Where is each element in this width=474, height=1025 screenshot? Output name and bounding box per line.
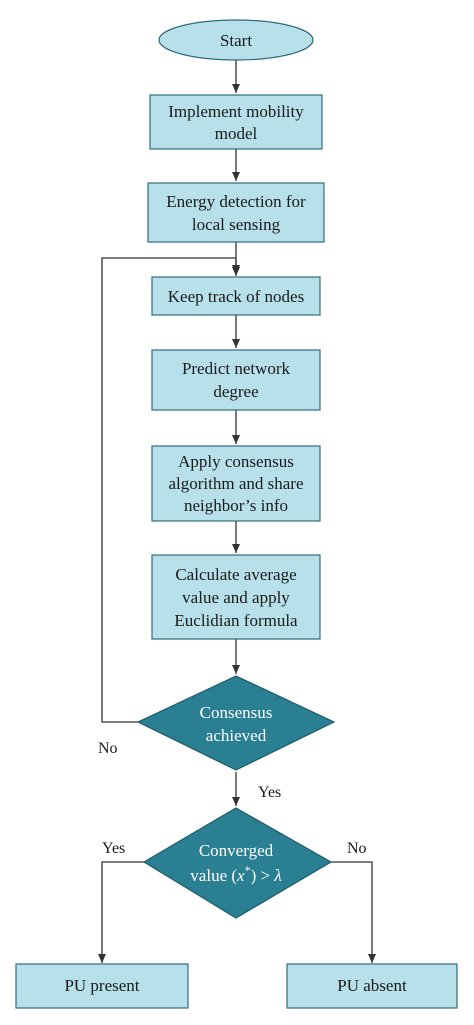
predict-degree-box [151,349,321,411]
arrow-converged-to-absent [331,861,376,963]
energy-line-2: local sensing [192,215,281,234]
start-label: Start [220,31,252,50]
pu-present-box [15,963,189,1009]
converged-superscript: * [245,863,251,877]
loop-no-connector [101,257,236,723]
energy-detection-box [147,182,325,243]
converged-line-1: Converged [199,841,274,860]
edge-label-no-right: No [347,840,367,857]
mobility-line-1: Implement mobility [168,102,304,121]
energy-line-1: Energy detection for [166,192,306,211]
average-line-2: value and apply [182,588,290,607]
arrow-converged-to-present [98,861,144,963]
converged-value-decision [142,807,333,919]
converged-lambda: λ [273,866,281,885]
converged-prefix: value ( [190,866,237,885]
mobility-model-box [149,94,323,150]
connectors [98,60,376,963]
pu-present-label: PU present [64,976,139,995]
converged-line-2: value (x*) > λ [190,863,281,885]
converged-variable: x [236,866,245,885]
mobility-line-2: model [215,124,258,143]
consensus-alg-line-3: neighbor’s info [184,496,288,515]
achieved-line-1: Consensus [200,703,273,722]
predict-line-2: degree [213,382,258,401]
track-label: Keep track of nodes [168,287,304,306]
predict-line-1: Predict network [182,359,291,378]
consensus-alg-line-1: Apply consensus [178,452,294,471]
edge-label-yes-down: Yes [258,784,281,801]
keep-track-box [151,276,321,316]
consensus-algorithm-box [151,445,321,522]
converged-suffix: ) > [251,866,275,885]
average-line-3: Euclidian formula [174,611,298,630]
edge-label-yes-left: Yes [102,840,125,857]
calculate-average-box [151,554,321,640]
pu-absent-label: PU absent [337,976,407,995]
achieved-line-2: achieved [206,726,267,745]
start-terminal [158,19,314,61]
average-line-1: Calculate average [175,565,296,584]
consensus-achieved-decision [136,675,336,771]
consensus-alg-line-2: algorithm and share [168,474,303,493]
edge-label-no-loop: No [98,740,118,757]
pu-absent-box [286,963,458,1009]
